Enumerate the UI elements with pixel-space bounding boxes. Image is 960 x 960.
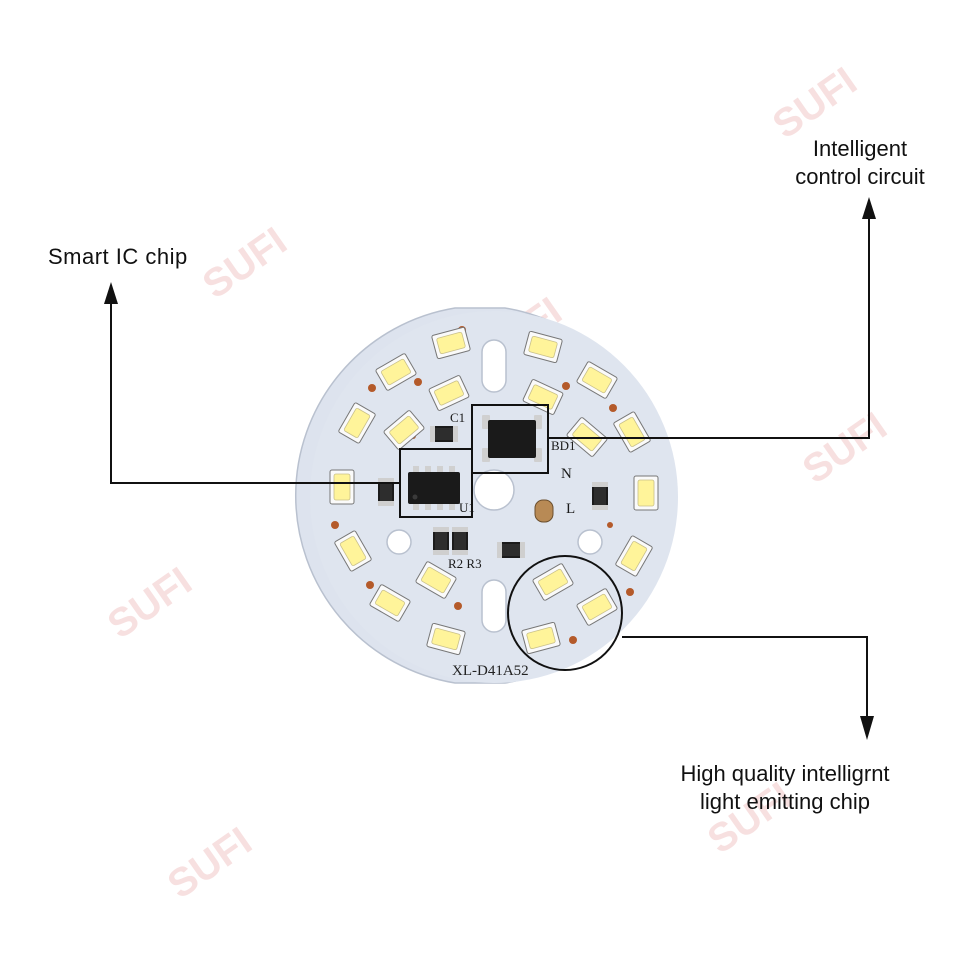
mount-slot-top <box>481 339 507 393</box>
silk-n: N <box>561 466 572 482</box>
label-line: control circuit <box>795 164 925 189</box>
mount-slot-bottom <box>481 579 507 633</box>
label-intelligent-control-circuit: Intelligent control circuit <box>760 135 960 191</box>
led-chip <box>633 475 659 511</box>
resistor <box>497 542 525 558</box>
led-highlight-circle <box>507 555 623 671</box>
leader-hq <box>622 636 868 720</box>
watermark-text: SUFI <box>100 559 200 647</box>
leader-lines <box>110 215 870 720</box>
label-line: High quality intelligrnt <box>680 761 890 786</box>
arrowheads <box>104 197 876 740</box>
arrow-up-icon <box>104 282 118 304</box>
label-line: light emitting chip <box>700 789 870 814</box>
leader-intelligent <box>548 215 870 439</box>
smart-ic-chip-u1 <box>408 466 460 510</box>
watermark-text: SUFI <box>195 219 295 307</box>
mount-hole-right <box>577 529 603 555</box>
resistor <box>592 482 608 510</box>
bridge-rectifier-bd1 <box>482 415 542 462</box>
led-chip <box>329 469 355 505</box>
silk-l: L <box>566 501 575 517</box>
resistor-r2 <box>433 527 449 555</box>
label-smart-ic-chip: Smart IC chip <box>48 244 188 269</box>
watermark-text: SUFI <box>795 404 895 492</box>
label-light-emitting-chip: High quality intelligrnt light emitting … <box>620 760 950 816</box>
silk-r2r3: R2 R3 <box>448 556 482 571</box>
mount-hole-left <box>386 529 412 555</box>
capacitor-c1 <box>430 426 458 442</box>
resistor-r3 <box>452 527 468 555</box>
arrow-up-icon <box>862 197 876 219</box>
silk-c1: C1 <box>450 410 465 425</box>
center-hole <box>473 469 515 511</box>
label-line: Intelligent <box>812 136 908 161</box>
silk-u1: U1 <box>459 500 475 515</box>
silk-bd1: BD1 <box>551 438 576 453</box>
arrow-down-icon <box>860 716 874 740</box>
watermark-text: SUFI <box>160 819 260 907</box>
board-model-label: XL-D41A52 <box>452 663 529 679</box>
inductor <box>534 499 554 523</box>
leader-smart-ic <box>110 300 400 484</box>
pcb-board: C1 BD1 N L U1 R2 R3 XL-D41A52 <box>295 307 678 684</box>
